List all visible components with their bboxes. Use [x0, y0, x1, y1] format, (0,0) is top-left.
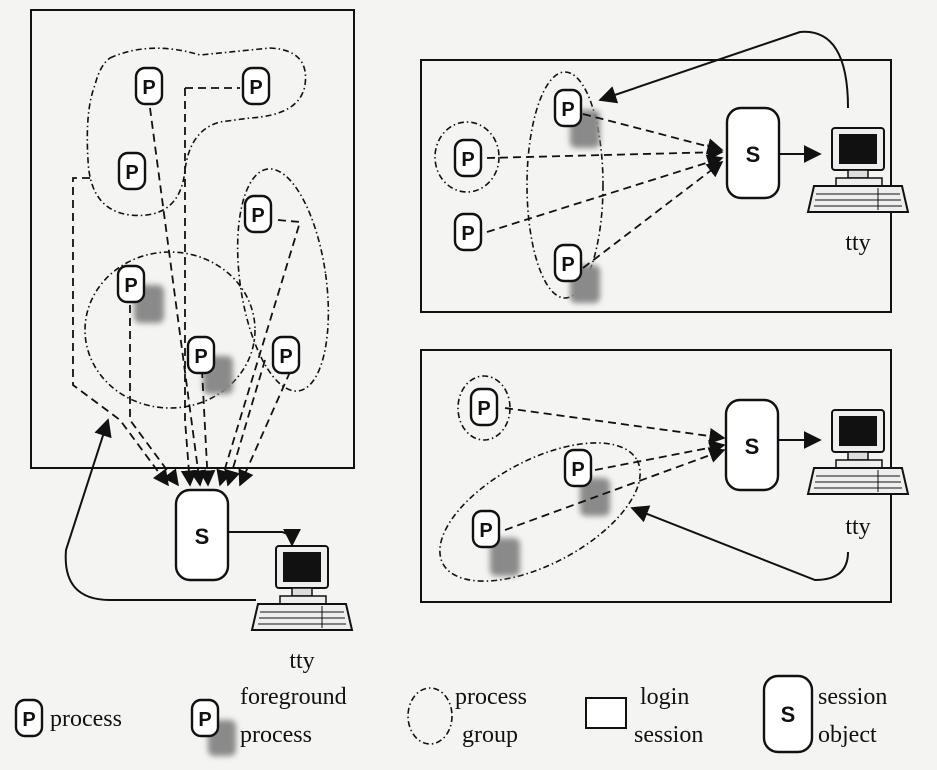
process-node: P — [241, 66, 271, 106]
session-letter: S — [195, 524, 210, 549]
process-letter: P — [251, 205, 264, 227]
legend-login-icon — [585, 697, 627, 729]
process-node: P — [469, 387, 499, 427]
process-letter: P — [125, 162, 138, 184]
link-line — [149, 107, 207, 487]
legend-process-label: process — [50, 706, 122, 732]
tty-to-foreground-arrow — [630, 505, 849, 582]
computer-icon — [807, 409, 909, 495]
process-letter: P — [461, 149, 474, 171]
legend-foreground-line1: foreground — [240, 684, 347, 710]
process-node: P — [453, 138, 483, 178]
session-letter: S — [781, 702, 796, 727]
link-line — [582, 113, 724, 155]
process-group-tr-tall — [526, 71, 604, 299]
legend-foreground-icon: P — [190, 698, 220, 738]
process-letter: P — [561, 254, 574, 276]
link-line — [180, 88, 197, 487]
foreground-process-node: P — [553, 88, 583, 128]
legend-login-line1: login — [640, 684, 689, 710]
process-node: P — [134, 66, 164, 106]
session-object-bottom-right: S — [724, 398, 780, 492]
computer-icon — [251, 545, 353, 631]
link-line — [594, 439, 726, 471]
foreground-process-node: P — [563, 448, 593, 488]
process-node: P — [271, 335, 301, 375]
foreground-process-node: P — [186, 335, 216, 375]
legend-session-line2: object — [818, 722, 877, 748]
process-letter: P — [22, 709, 35, 731]
foreground-process-node: P — [553, 243, 583, 283]
process-group-br-diagonal — [439, 442, 641, 582]
link-line — [216, 219, 302, 487]
process-letter: P — [249, 77, 262, 99]
process-group-left-right — [236, 168, 330, 392]
process-letter: P — [198, 709, 211, 731]
legend-process-icon: P — [14, 698, 44, 738]
process-node: P — [117, 151, 147, 191]
link-line — [238, 371, 291, 487]
process-letter: P — [461, 223, 474, 245]
tty-label-left: tty — [289, 648, 314, 674]
link-line — [72, 177, 169, 487]
process-node: P — [453, 212, 483, 252]
link-line — [224, 359, 266, 487]
legend-group-line2: group — [462, 722, 518, 748]
process-letter: P — [479, 520, 492, 542]
link-line — [504, 407, 726, 445]
legend-group-icon — [407, 687, 453, 745]
login-session-left — [30, 9, 355, 469]
process-letter: P — [194, 346, 207, 368]
tty-label-bottom-right: tty — [845, 514, 870, 540]
session-object-top-right: S — [725, 106, 781, 200]
tty-to-foreground-arrow — [598, 30, 849, 109]
process-node: P — [243, 194, 273, 234]
session-object-left: S — [174, 488, 230, 582]
process-letter: P — [142, 77, 155, 99]
process-letter: P — [571, 459, 584, 481]
link-line — [486, 154, 724, 233]
process-letter: P — [561, 99, 574, 121]
tty-to-foreground-arrow — [64, 418, 256, 601]
link-line — [504, 447, 726, 531]
process-letter: P — [477, 398, 490, 420]
legend-session-line1: session — [818, 684, 887, 710]
process-nodes: P P P P P P P P — [116, 66, 593, 549]
process-group-left-top — [86, 47, 307, 217]
process-group-tr-single — [434, 121, 500, 193]
process-letter: P — [124, 275, 137, 297]
computer-icon — [807, 127, 909, 213]
process-letter: P — [279, 346, 292, 368]
foreground-process-node: P — [116, 264, 146, 304]
legend-login-line2: session — [634, 722, 703, 748]
legend-group-line1: process — [455, 684, 527, 710]
legend-session-icon: S — [762, 674, 814, 754]
legend-foreground-line2: process — [240, 722, 312, 748]
session-letter: S — [746, 142, 761, 167]
foreground-process-node: P — [471, 509, 501, 549]
foreground-shadow — [490, 538, 520, 576]
legend: P process P foreground process process g… — [14, 674, 887, 756]
link-line — [582, 161, 724, 269]
session-letter: S — [745, 434, 760, 459]
tty-label-top-right: tty — [845, 230, 870, 256]
link-line — [199, 369, 216, 487]
link-line — [486, 144, 724, 161]
link-line — [129, 305, 179, 487]
session-to-tty-arrow — [229, 528, 301, 547]
